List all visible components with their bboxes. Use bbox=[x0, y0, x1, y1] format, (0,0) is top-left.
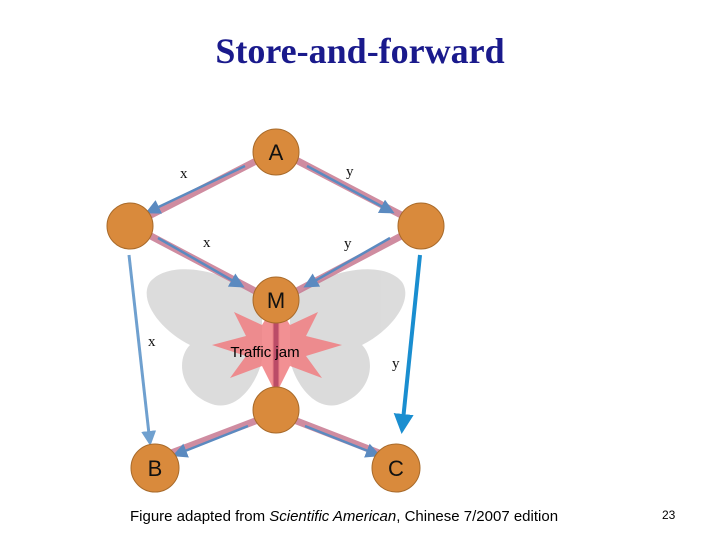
side-arrow-right bbox=[393, 254, 422, 434]
arrow-lower-C bbox=[304, 424, 381, 458]
nodes bbox=[106, 128, 445, 493]
node-right bbox=[397, 202, 445, 250]
node-A bbox=[252, 128, 300, 176]
caption-source: Scientific American bbox=[269, 508, 397, 525]
caption-prefix: Figure adapted from bbox=[130, 508, 270, 525]
flow-arrows bbox=[145, 164, 395, 458]
arrow-left-M bbox=[157, 236, 245, 288]
slide-title: Store-and-forward bbox=[215, 31, 505, 71]
label-x-top: x bbox=[180, 166, 188, 182]
node-C bbox=[371, 443, 421, 493]
node-M-label: M bbox=[267, 288, 285, 313]
node-left bbox=[106, 202, 154, 250]
caption-suffix: , Chinese 7/2007 edition bbox=[396, 508, 559, 525]
node-C-label: C bbox=[388, 456, 404, 481]
label-x-side: x bbox=[148, 334, 156, 350]
traffic-jam-label: Traffic jam bbox=[230, 344, 299, 361]
node-B-label: B bbox=[148, 456, 163, 481]
node-lower bbox=[252, 386, 300, 434]
butterfly-watermark bbox=[146, 269, 406, 406]
label-y-mid: y bbox=[344, 236, 352, 252]
node-B bbox=[130, 443, 180, 493]
side-arrow-left bbox=[127, 254, 157, 446]
label-y-side: y bbox=[392, 356, 400, 372]
label-x-mid: x bbox=[203, 235, 211, 251]
node-A-label: A bbox=[269, 140, 284, 165]
page-number: 23 bbox=[662, 508, 676, 522]
figure-caption: Figure adapted from Scientific American,… bbox=[130, 508, 558, 525]
arrow-A-right bbox=[306, 164, 395, 214]
node-M bbox=[252, 276, 300, 324]
arrow-right-M bbox=[303, 236, 391, 288]
arrow-lower-B bbox=[172, 424, 249, 458]
label-y-top: y bbox=[346, 164, 354, 180]
arrow-A-left bbox=[145, 164, 246, 214]
